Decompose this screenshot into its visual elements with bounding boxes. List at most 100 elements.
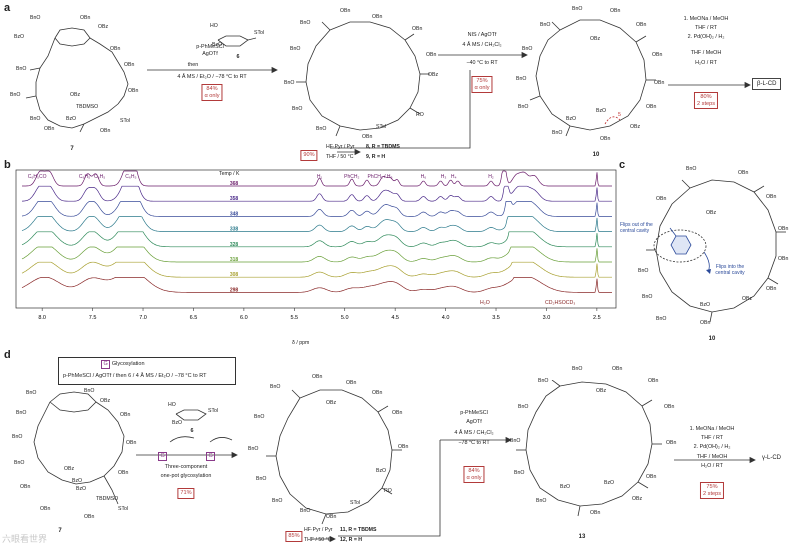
mol-label: OBn: [110, 46, 121, 52]
mol-label: BnO: [292, 106, 303, 112]
nmr-frame: [15, 169, 617, 309]
flip-out-label: Flips out of the central cavity: [620, 222, 653, 234]
mol-label: OBn: [372, 390, 383, 396]
mol-label: OBn: [20, 484, 31, 490]
nmr-peak-label: H₃: [441, 174, 447, 180]
deprot-line1: HF·Pyr / Pyr: [326, 144, 355, 150]
mol-label: OBn: [636, 22, 647, 28]
donor-stol: STol: [254, 30, 265, 36]
mol-label: BnO: [572, 366, 583, 372]
mol-label: OBn: [398, 444, 409, 450]
panel-letter-a: a: [4, 2, 11, 14]
sm-stol: STol: [120, 118, 131, 124]
step2-selectivity: α only: [474, 84, 490, 91]
int-ro: RO: [416, 112, 424, 118]
nmr-tick-label: 7.0: [139, 315, 147, 321]
deprot-line2: THF / 50 °C: [326, 154, 354, 160]
donor-d-ho: HO: [168, 402, 176, 408]
nmr-temp-label: 308: [230, 272, 239, 278]
int-stol: STol: [376, 124, 387, 130]
nmr-peak-label: C₆H₅CO: [28, 174, 47, 180]
step1-conditions: 4 Å MS / Et₂O / −78 °C to RT: [177, 74, 247, 80]
cavity-ellipse: [653, 229, 707, 263]
benzyl-ring: [670, 235, 692, 255]
mol-label: OBz: [326, 400, 337, 406]
sm-tbdmso: TBDMSO: [76, 104, 99, 110]
compound-13-skeleton: [516, 380, 662, 517]
d-step2-line2: AgOTf: [466, 419, 482, 425]
nmr-temp-header: Temp / K: [219, 171, 240, 177]
mol-label: BnO: [540, 22, 551, 28]
mol-label: BzO: [66, 116, 77, 122]
mol-label: BnO: [518, 404, 529, 410]
nmr-tick-label: 5.5: [290, 315, 298, 321]
mol-label: OBn: [610, 8, 621, 14]
nmr-peak-label: H₄: [451, 174, 457, 180]
mol-label: BzO: [76, 486, 87, 492]
nmr-xlabel: δ / ppm: [292, 340, 310, 346]
d-step2-yield: 84%: [468, 468, 480, 474]
arrows-d: [136, 436, 756, 543]
mol-label: OBn: [118, 470, 129, 476]
mol-label: OBn: [664, 404, 675, 410]
step3-yield-box: 80% 2 steps: [693, 92, 719, 109]
mol-label: OBn: [124, 62, 135, 68]
deprot-d-line1: HF·Pyr / Pyr: [304, 527, 333, 533]
mol-label: BnO: [256, 476, 267, 482]
mol-label: BnO: [514, 470, 525, 476]
mol-label: OBz: [630, 124, 641, 130]
nmr-temp-label: 318: [230, 257, 239, 263]
compound-12-label: 12, R = H: [340, 537, 363, 543]
panel-c-structure: [646, 179, 786, 323]
nmr-peak-label: H₂: [488, 174, 494, 180]
step3-yield: 80%: [700, 94, 712, 100]
step1-yield-box: 84% α only: [201, 84, 223, 101]
step1-yield: 84%: [206, 86, 218, 92]
mol-label: BnO: [642, 294, 653, 300]
mol-label: BnO: [14, 460, 25, 466]
nmr-peak-label: C₆H₅: [79, 174, 90, 180]
step3-line1: 1. MeONa / MeOH: [683, 16, 729, 22]
mol-label: BnO: [516, 76, 527, 82]
panel-a-structures: [25, 19, 751, 156]
panel-d-structures: [33, 380, 756, 543]
d-step3-steps: 2 steps: [702, 490, 722, 497]
mol-label: BnO: [316, 126, 327, 132]
nmr-trace: [21, 246, 612, 263]
step1-donor: 6: [236, 54, 240, 60]
nmr-trace: [21, 231, 612, 248]
nmr-peak-label: C₆H₅: [94, 174, 105, 180]
mol-label: BnO: [536, 498, 547, 504]
mol-label: OBz: [706, 210, 717, 216]
mol-label: OBz: [64, 466, 75, 472]
d-step3-line5: H₂O / RT: [701, 463, 723, 469]
mol-label: BnO: [518, 104, 529, 110]
donor-d-number: 6: [190, 428, 194, 434]
mol-label: OBz: [428, 72, 439, 78]
mol-label: OBn: [326, 514, 337, 520]
mol-label: BnO: [12, 434, 23, 440]
mol-label: BzO: [566, 116, 577, 122]
onepot-line2: one-pot glycosylation: [160, 473, 212, 479]
step3-steps: 2 steps: [696, 100, 716, 107]
mol-label: OBn: [126, 440, 137, 446]
nmr-temp-label: 358: [230, 196, 239, 202]
donor-d-stol: STol: [208, 408, 219, 414]
mol-label: BnO: [16, 66, 27, 72]
flip-in-label: Flips into the central cavity: [715, 264, 745, 276]
mol-label: BnO: [30, 15, 41, 21]
mol-label: OBn: [766, 194, 777, 200]
mol-label: BnO: [26, 390, 37, 396]
mol-label: BnO: [248, 446, 259, 452]
nmr-trace: [21, 201, 612, 217]
compound-11-label: 11, R = TBDMS: [340, 527, 377, 533]
mol-label: OBn: [412, 26, 423, 32]
g-badge-1-text: G: [158, 452, 168, 461]
nmr-tick-label: 6.0: [240, 315, 248, 321]
donor-d-bzo: BzO: [172, 420, 183, 426]
nmr-peak-label: H₁: [317, 174, 323, 180]
panel-letter-c: c: [619, 159, 626, 171]
nmr-tick-label: 6.5: [190, 315, 198, 321]
nmr-tick-label: 4.0: [442, 315, 450, 321]
legend-row: G Glycosylation: [101, 360, 145, 369]
